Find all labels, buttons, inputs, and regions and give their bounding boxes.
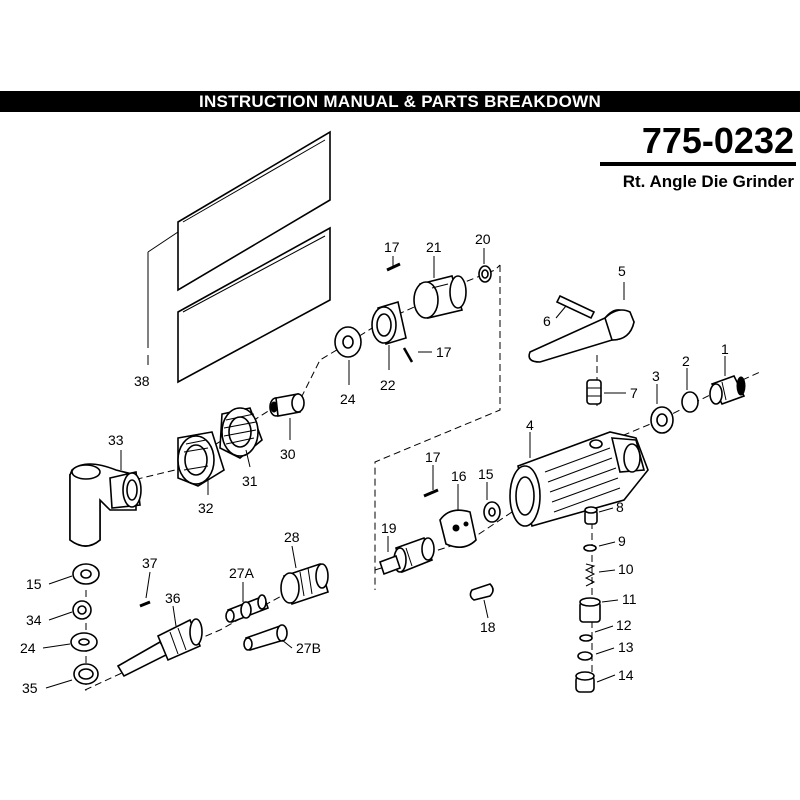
part-15-washer-lower	[72, 563, 100, 585]
label-7: 7	[630, 385, 638, 401]
part-21-cylinder	[413, 275, 467, 319]
part-24-washer-upper	[334, 326, 362, 358]
label-38: 38	[134, 373, 150, 389]
label-27b: 27B	[296, 640, 321, 656]
label-17-mid: 17	[436, 344, 452, 360]
part-31-threaded-ring	[219, 407, 263, 459]
part-10-spring	[584, 563, 596, 587]
label-30: 30	[280, 446, 296, 462]
part-5-throttle-lever	[528, 309, 635, 363]
part-1-air-inlet	[709, 375, 746, 405]
product-name: Rt. Angle Die Grinder	[622, 172, 794, 191]
label-11: 11	[622, 591, 637, 607]
label-6: 6	[543, 313, 551, 329]
part-14-inlet-bushing	[575, 671, 595, 693]
part-36-spindle	[116, 618, 203, 678]
label-35: 35	[22, 680, 38, 696]
part-30-bearing	[269, 393, 305, 417]
part-2-o-ring	[681, 391, 699, 413]
label-15-lower: 15	[26, 576, 42, 592]
label-18: 18	[480, 619, 496, 635]
part-9-o-ring	[583, 544, 597, 552]
label-24-lower: 24	[20, 640, 36, 656]
label-27a: 27A	[229, 565, 255, 581]
vane-upper	[177, 130, 331, 292]
part-6-lever-pin	[555, 294, 596, 320]
part-35-retaining-ring	[73, 663, 99, 685]
label-22: 22	[380, 377, 396, 393]
part-19-rotor	[378, 536, 435, 576]
part-3-exhaust-cap	[650, 406, 674, 434]
part-labels: 38 33 32 31 30 24 22 17 21 20 17 5 6 7 3…	[20, 231, 729, 696]
part-27b-shaft	[243, 624, 288, 651]
label-24-upper: 24	[340, 391, 356, 407]
label-17-lower: 17	[425, 449, 441, 465]
label-19: 19	[381, 520, 397, 536]
part-24-washer-lower	[70, 632, 98, 652]
label-12: 12	[616, 617, 632, 633]
label-36: 36	[165, 590, 181, 606]
banner-title: INSTRUCTION MANUAL & PARTS BREAKDOWN	[0, 91, 800, 112]
part-4-motor-housing	[509, 431, 649, 527]
part-16-rear-plate	[439, 509, 477, 548]
label-15-upper: 15	[478, 466, 494, 482]
label-3: 3	[652, 368, 660, 384]
label-37: 37	[142, 555, 158, 571]
part-18-key	[469, 583, 494, 601]
label-14: 14	[618, 667, 634, 683]
part-22-end-plate	[371, 300, 407, 346]
label-21: 21	[426, 239, 442, 255]
label-31: 31	[242, 473, 258, 489]
vane-lower	[177, 226, 331, 384]
label-10: 10	[618, 561, 634, 577]
part-27a-shaft	[225, 594, 269, 624]
label-9: 9	[618, 533, 626, 549]
label-13: 13	[618, 639, 634, 655]
part-37-pin	[139, 600, 151, 608]
part-34-bearing	[72, 600, 92, 620]
title-underline	[600, 162, 796, 166]
part-12-o-ring	[579, 634, 593, 642]
model-number: 775-0232	[641, 120, 794, 161]
label-2: 2	[682, 353, 690, 369]
part-15-washer-upper	[483, 501, 501, 523]
part-13-o-ring	[577, 651, 593, 661]
part-11-valve-body	[579, 597, 601, 623]
label-34: 34	[26, 612, 42, 628]
part-7-valve-stem	[586, 379, 602, 405]
label-28: 28	[284, 529, 300, 545]
label-5: 5	[618, 263, 626, 279]
part-8-valve-seat	[584, 506, 598, 525]
label-leaders	[42, 248, 726, 689]
label-1: 1	[721, 341, 729, 357]
part-28-bevel-gear	[280, 562, 329, 606]
label-16: 16	[451, 468, 467, 484]
part-32-clamp-nut	[177, 431, 225, 487]
label-33: 33	[108, 432, 124, 448]
label-8: 8	[616, 499, 624, 515]
part-20-bushing	[478, 265, 492, 283]
part-33-angle-head	[69, 463, 142, 547]
label-32: 32	[198, 500, 214, 516]
label-17-top: 17	[384, 239, 400, 255]
label-4: 4	[526, 417, 534, 433]
part-38-vanes	[147, 130, 331, 384]
label-20: 20	[475, 231, 491, 247]
